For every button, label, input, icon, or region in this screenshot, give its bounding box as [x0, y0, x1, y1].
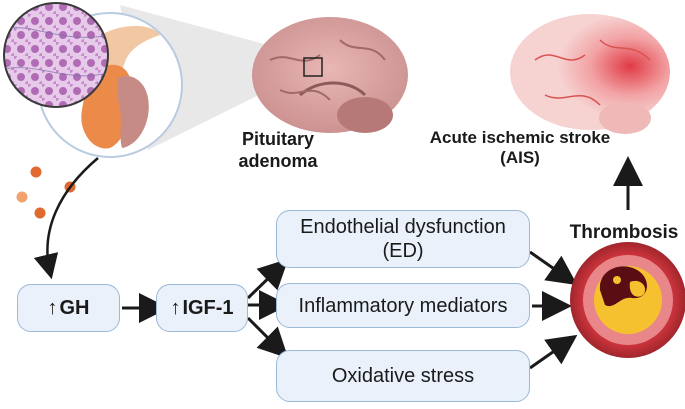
oxidative-text: Oxidative stress	[331, 365, 475, 387]
cells-closeup-illustration	[3, 2, 109, 108]
stroke-brain-illustration	[510, 14, 670, 134]
ed-line1: Endothelial dysfunction	[300, 216, 506, 238]
arrow-pituitary-to-gh	[33, 157, 99, 280]
gh-node: ↑ GH	[17, 284, 120, 332]
arrow-oxidative-to-vessel	[529, 334, 578, 370]
inflammatory-mediators-node: Inflammatory mediators	[276, 283, 530, 328]
brain-illustration	[252, 17, 408, 133]
blood-vessel-thrombosis-illustration	[570, 242, 685, 358]
inflammatory-text: Inflammatory mediators	[298, 294, 508, 317]
endothelial-dysfunction-node: Endothelial dysfunction (ED)	[276, 210, 530, 268]
igf1-text: IGF-1	[182, 296, 234, 319]
gh-text: GH	[59, 296, 90, 319]
increase-arrow-icon: ↑	[170, 296, 181, 319]
stroke-label-line2: (AIS)	[500, 148, 540, 167]
stroke-label-line1: Acute ischemic stroke	[429, 128, 611, 147]
arrow-ed-to-vessel	[529, 250, 578, 286]
thrombosis-label: Thrombosis	[569, 222, 679, 243]
ed-line2: (ED)	[382, 240, 424, 262]
igf1-node: ↑ IGF-1	[156, 284, 248, 332]
oxidative-stress-node: Oxidative stress	[276, 350, 530, 402]
pituitary-adenoma-label: Pituitary adenoma	[238, 129, 318, 171]
arrow-igf-to-oxidative	[246, 316, 289, 359]
increase-arrow-icon: ↑	[47, 296, 58, 319]
arrow-igf-to-ed	[246, 258, 289, 300]
